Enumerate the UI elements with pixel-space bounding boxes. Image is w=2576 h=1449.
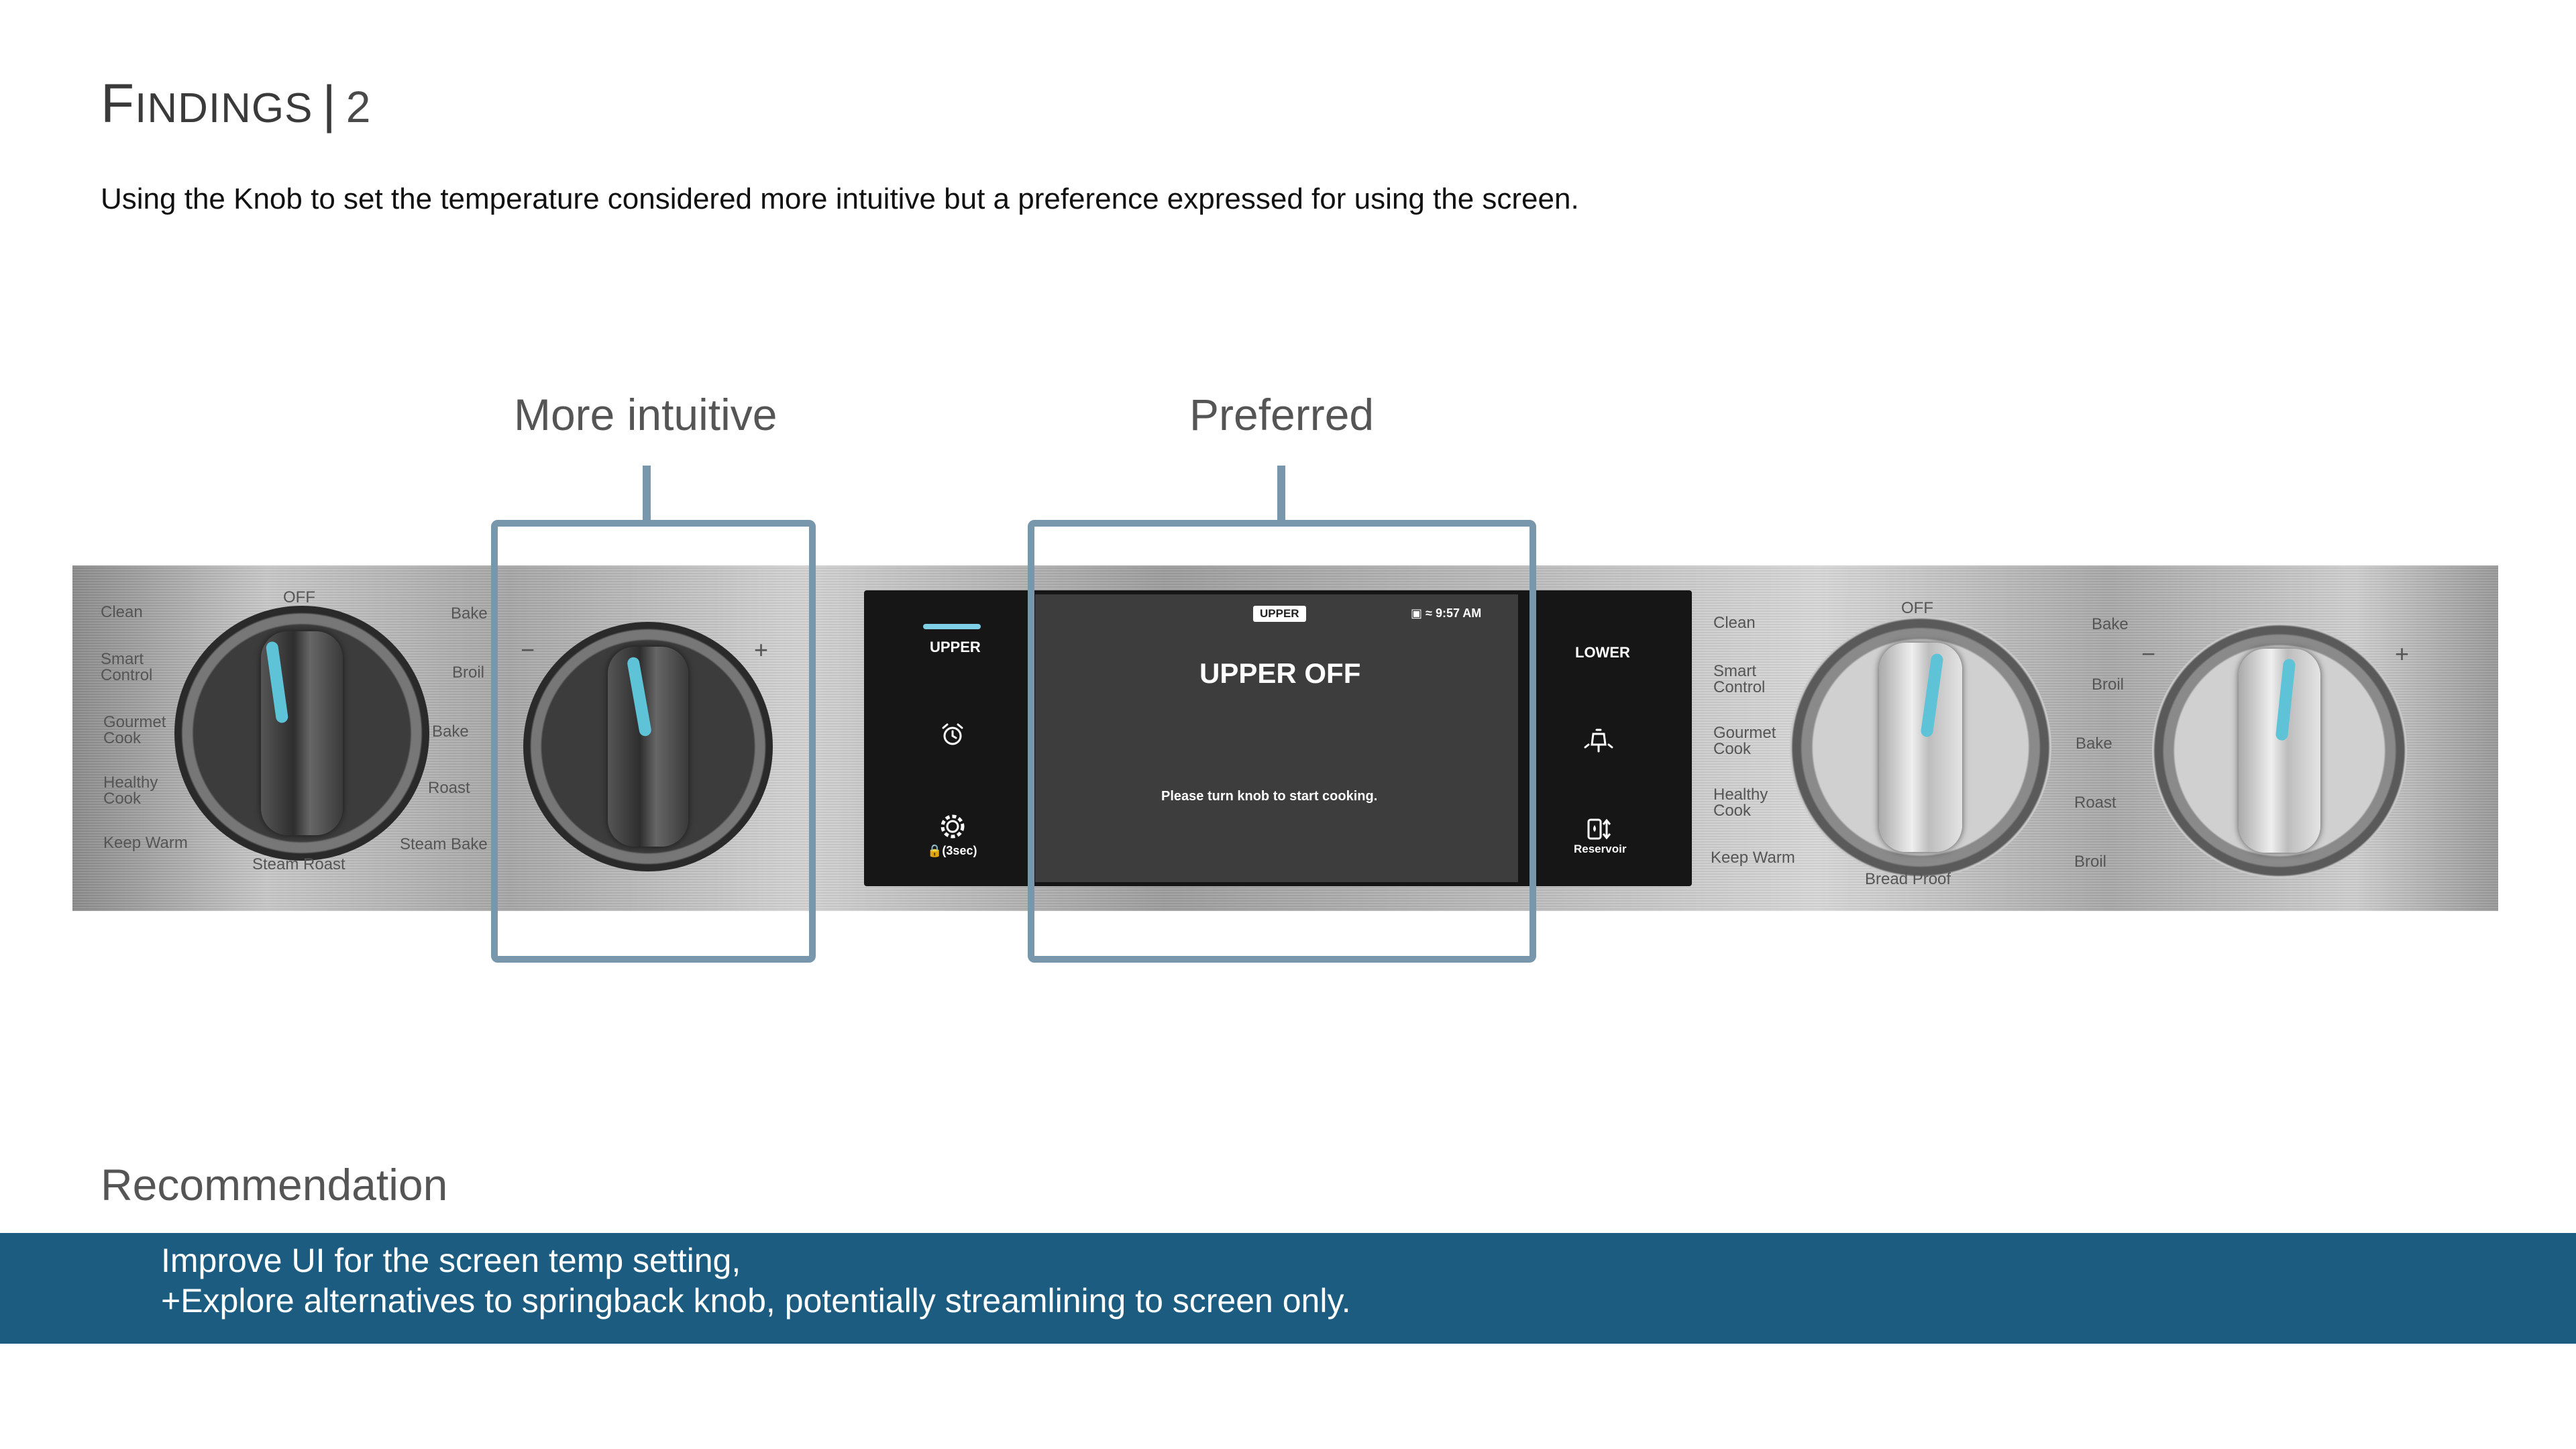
right-mode-knob[interactable] [1790, 616, 2051, 878]
mode-label-off: OFF [283, 588, 315, 606]
mode-label-conv-bake: Bake [432, 722, 469, 741]
title-separator: | [322, 74, 337, 133]
status-bar: ▣ ≈ 9:57 AM [1411, 606, 1481, 621]
r-mode-label-off: OFF [1901, 599, 1933, 617]
r-mode-label-clean: Clean [1713, 614, 1756, 632]
mode-label-conv-roast: Roast [428, 779, 470, 797]
touch-screen: UPPER LOWER 🔒(3sec) Reservoir UPPER ▣ ≈ … [864, 590, 1692, 886]
r-temp-minus-label: − [2141, 640, 2156, 667]
recommendation-line-1: Improve UI for the screen temp setting, [161, 1242, 741, 1279]
instruction-text: Please turn knob to start cooking. [1161, 789, 1378, 804]
r-temp-plus-label: + [2395, 640, 2410, 667]
r-mode-label-conv-broil: Broil [2074, 853, 2107, 871]
mode-label-broil: Broil [452, 663, 485, 682]
r-mode-label-keep-warm: Keep Warm [1711, 849, 1795, 867]
reservoir-label[interactable]: Reservoir [1574, 843, 1627, 855]
screen-main-area [1035, 594, 1518, 882]
slide-title: Findings|2 [101, 72, 371, 136]
lock-icon: 🔒 [927, 844, 943, 857]
slide-subtitle: Using the Knob to set the temperature co… [101, 182, 1579, 215]
r-mode-label-smart-control: Smart Control [1713, 662, 1766, 696]
intuitive-highlight-box [491, 520, 816, 963]
r-mode-label-bake: Bake [2092, 615, 2129, 633]
temp-minus-label: − [521, 636, 535, 663]
intuitive-callout-line [643, 466, 651, 523]
temp-plus-label: + [754, 636, 769, 663]
recommendation-line-2: +Explore alternatives to springback knob… [161, 1282, 1351, 1320]
recommendation-band [0, 1233, 2576, 1344]
mode-label-steam-bake: Steam Bake [400, 835, 488, 853]
recommendation-heading: Recommendation [101, 1160, 448, 1210]
lower-tab[interactable]: LOWER [1575, 644, 1630, 661]
r-mode-label-gourmet-cook: Gourmet Cook [1713, 724, 1776, 758]
reservoir-icon[interactable] [1586, 816, 1613, 843]
mode-label-keep-warm: Keep Warm [103, 834, 188, 852]
wifi-icon: ≈ [1426, 606, 1432, 620]
r-mode-label-broil: Broil [2092, 676, 2125, 694]
r-mode-label-healthy-cook: Healthy Cook [1713, 786, 1768, 820]
alarm-clock-icon[interactable] [939, 721, 966, 748]
gear-icon[interactable] [938, 812, 967, 841]
lock-3sec-label[interactable]: 🔒(3sec) [927, 844, 977, 858]
mode-label-healthy-cook: Healthy Cook [103, 773, 158, 808]
preferred-highlight-box [1028, 520, 1536, 963]
more-intuitive-label: More intuitive [514, 390, 777, 439]
lock-status-icon: ▣ [1411, 606, 1423, 620]
mode-label-clean: Clean [101, 603, 143, 621]
left-mode-knob[interactable] [174, 606, 429, 861]
mode-label-bake: Bake [451, 604, 488, 623]
r-mode-label-conv-roast: Roast [2074, 794, 2116, 812]
mode-label-steam-roast: Steam Roast [252, 855, 345, 873]
preferred-callout-line [1277, 466, 1285, 523]
upper-tab[interactable]: UPPER [930, 639, 981, 655]
oven-light-icon[interactable] [1583, 724, 1614, 755]
title-rest: indings [135, 85, 313, 131]
clock-time: 9:57 AM [1435, 606, 1482, 620]
title-first-letter: F [101, 73, 136, 134]
lower-temp-knob[interactable] [2152, 623, 2407, 878]
preferred-label: Preferred [1189, 390, 1375, 439]
mode-label-gourmet-cook: Gourmet Cook [103, 713, 166, 747]
title-number: 2 [345, 82, 372, 131]
upper-tab-indicator [923, 624, 981, 629]
upper-temp-knob[interactable] [523, 622, 773, 871]
upper-badge: UPPER [1253, 606, 1306, 622]
lock-3sec-text: (3sec) [942, 844, 977, 857]
r-mode-label-bread-proof: Bread Proof [1865, 870, 1951, 888]
oven-status-text: UPPER OFF [1199, 657, 1361, 689]
r-mode-label-conv-bake: Bake [2076, 735, 2112, 753]
mode-label-smart-control: Smart Control [101, 650, 153, 684]
